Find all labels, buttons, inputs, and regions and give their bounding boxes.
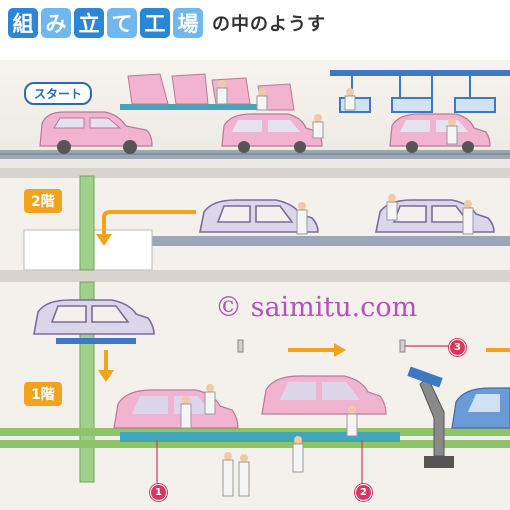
finished-car [39,111,153,154]
start-label: スタート [24,82,93,105]
workers-top [216,80,458,145]
ceiling-divider-mid [0,270,510,282]
hanger-bar-floor1 [56,338,136,344]
pink-car-floor1-2 [261,375,387,415]
overhead-rail [330,70,510,76]
marker-2: 2 [355,484,372,501]
arrow-right-tail [486,348,510,352]
conveyor-floor2 [150,236,510,246]
arrow-head-floor1 [98,370,114,382]
floor-1-label: 1階 [24,382,62,406]
pink-body-car-2 [389,113,491,153]
title-char: 組 [8,8,38,38]
workers-floor1 [180,384,358,497]
ceiling-divider-top [0,168,510,178]
floor1-green-bottom [0,440,510,448]
title-char: 工 [140,8,170,38]
floor1-conveyor [120,432,400,442]
light-2 [399,339,406,353]
marker-3: 3 [449,339,466,356]
panel-conveyor [120,104,290,110]
frame-car-floor2-1 [199,199,319,233]
hanging-frame-car [33,299,155,335]
watermark: © saimitu.com [215,292,418,323]
light-1 [237,339,244,353]
title-char: み [41,8,71,38]
title-char: 立 [74,8,104,38]
title-tail: の中のようす [212,14,326,35]
title-char: 場 [173,8,203,38]
workers-floor2 [296,194,474,235]
pink-body-car-1 [221,113,323,153]
marker-1: 1 [150,484,167,501]
title-char: て [107,8,137,38]
floor-2-label: 2階 [24,189,62,213]
arrow-head-right [334,343,346,357]
arrow-head-floor2 [96,234,112,246]
lift-pole-upper [79,175,95,271]
robot-arm [407,366,454,468]
page-title: 組 み 立 て 工 場 の中のようす [8,8,326,38]
arrow-down-floor2 [102,210,196,236]
blue-car-floor1 [451,387,510,429]
